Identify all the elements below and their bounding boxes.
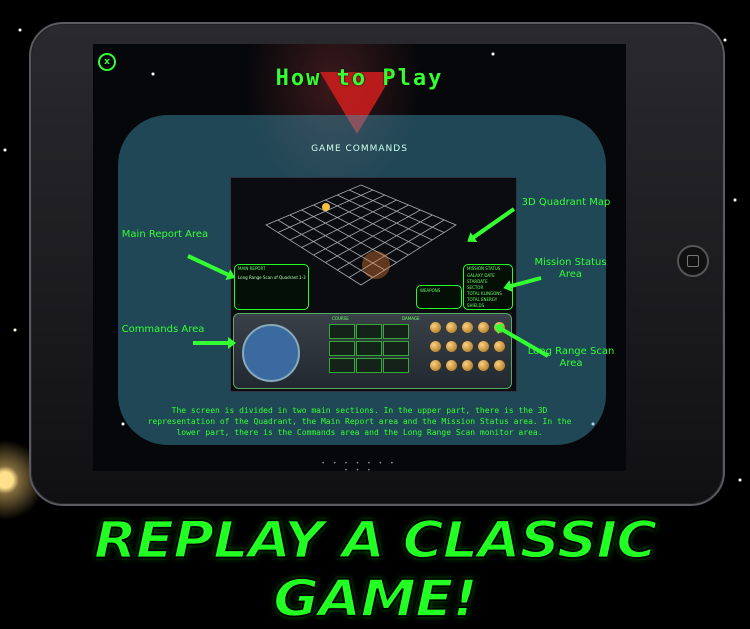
command-button xyxy=(356,324,382,339)
scan-cell xyxy=(462,360,473,371)
callout-main-report: Main Report Area xyxy=(121,229,209,240)
command-button xyxy=(329,358,355,373)
callout-long-range: Long Range Scan Area xyxy=(527,346,615,369)
description-text: The screen is divided in two main sectio… xyxy=(147,406,572,437)
quadrant-grid xyxy=(265,184,457,286)
page-indicator[interactable]: • • • • • • • • • • xyxy=(321,460,397,471)
callout-quadrant-map: 3D Quadrant Map xyxy=(521,197,611,208)
command-button xyxy=(356,358,382,373)
command-button xyxy=(383,324,409,339)
page-title: How to Play xyxy=(275,66,444,91)
mission-row: TOTAL ENERGY xyxy=(467,297,498,302)
promo-banner: REPLAY A CLASSIC GAME! xyxy=(93,511,659,629)
mission-row: TOTAL KLINGONS xyxy=(467,291,502,296)
mission-row: STARDATE xyxy=(467,279,488,284)
scan-cell xyxy=(478,322,489,333)
scan-cell xyxy=(430,322,441,333)
weapons-box: WEAPONS xyxy=(416,285,462,309)
section-subtitle: GAME COMMANDS xyxy=(311,144,408,154)
command-button xyxy=(329,324,355,339)
scan-cell xyxy=(462,322,473,333)
close-icon[interactable]: x xyxy=(98,53,116,71)
scan-cell xyxy=(494,341,505,352)
scan-cell xyxy=(462,341,473,352)
main-report-text: Long Range Scan of Quadrant 1-3 xyxy=(238,275,306,280)
commands-panel: COURSE DAMAGE xyxy=(233,313,512,389)
callout-commands: Commands Area xyxy=(121,324,205,335)
callout-mission-status: Mission Status Area xyxy=(534,257,607,280)
command-button xyxy=(383,341,409,356)
scan-cell xyxy=(430,360,441,371)
main-report-box: MAIN REPORT Long Range Scan of Quadrant … xyxy=(234,264,309,310)
damage-header: DAMAGE xyxy=(402,316,420,321)
scan-cell xyxy=(446,322,457,333)
scan-cell xyxy=(478,341,489,352)
home-button xyxy=(677,245,709,277)
command-button xyxy=(356,341,382,356)
mission-status-header: MISSION STATUS xyxy=(467,266,501,271)
scan-cell xyxy=(446,360,457,371)
command-button xyxy=(329,341,355,356)
mission-row: GALAXY DATE xyxy=(467,273,495,278)
red-triangle-marker xyxy=(320,72,394,134)
course-header: COURSE xyxy=(332,316,349,321)
game-preview: MAIN REPORT Long Range Scan of Quadrant … xyxy=(230,177,517,392)
scan-cell xyxy=(494,360,505,371)
mission-row: SECTOR xyxy=(467,285,484,290)
main-report-header: MAIN REPORT xyxy=(238,266,266,271)
arrow-commands xyxy=(193,337,236,349)
mission-row: SHIELDS xyxy=(467,303,485,308)
scan-cell xyxy=(446,341,457,352)
game-screen: x How to Play GAME COMMANDS xyxy=(93,44,626,471)
weapons-header: WEAPONS xyxy=(420,288,441,293)
scan-cell xyxy=(478,360,489,371)
scan-cell xyxy=(430,341,441,352)
course-dial xyxy=(242,324,300,382)
command-button xyxy=(383,358,409,373)
